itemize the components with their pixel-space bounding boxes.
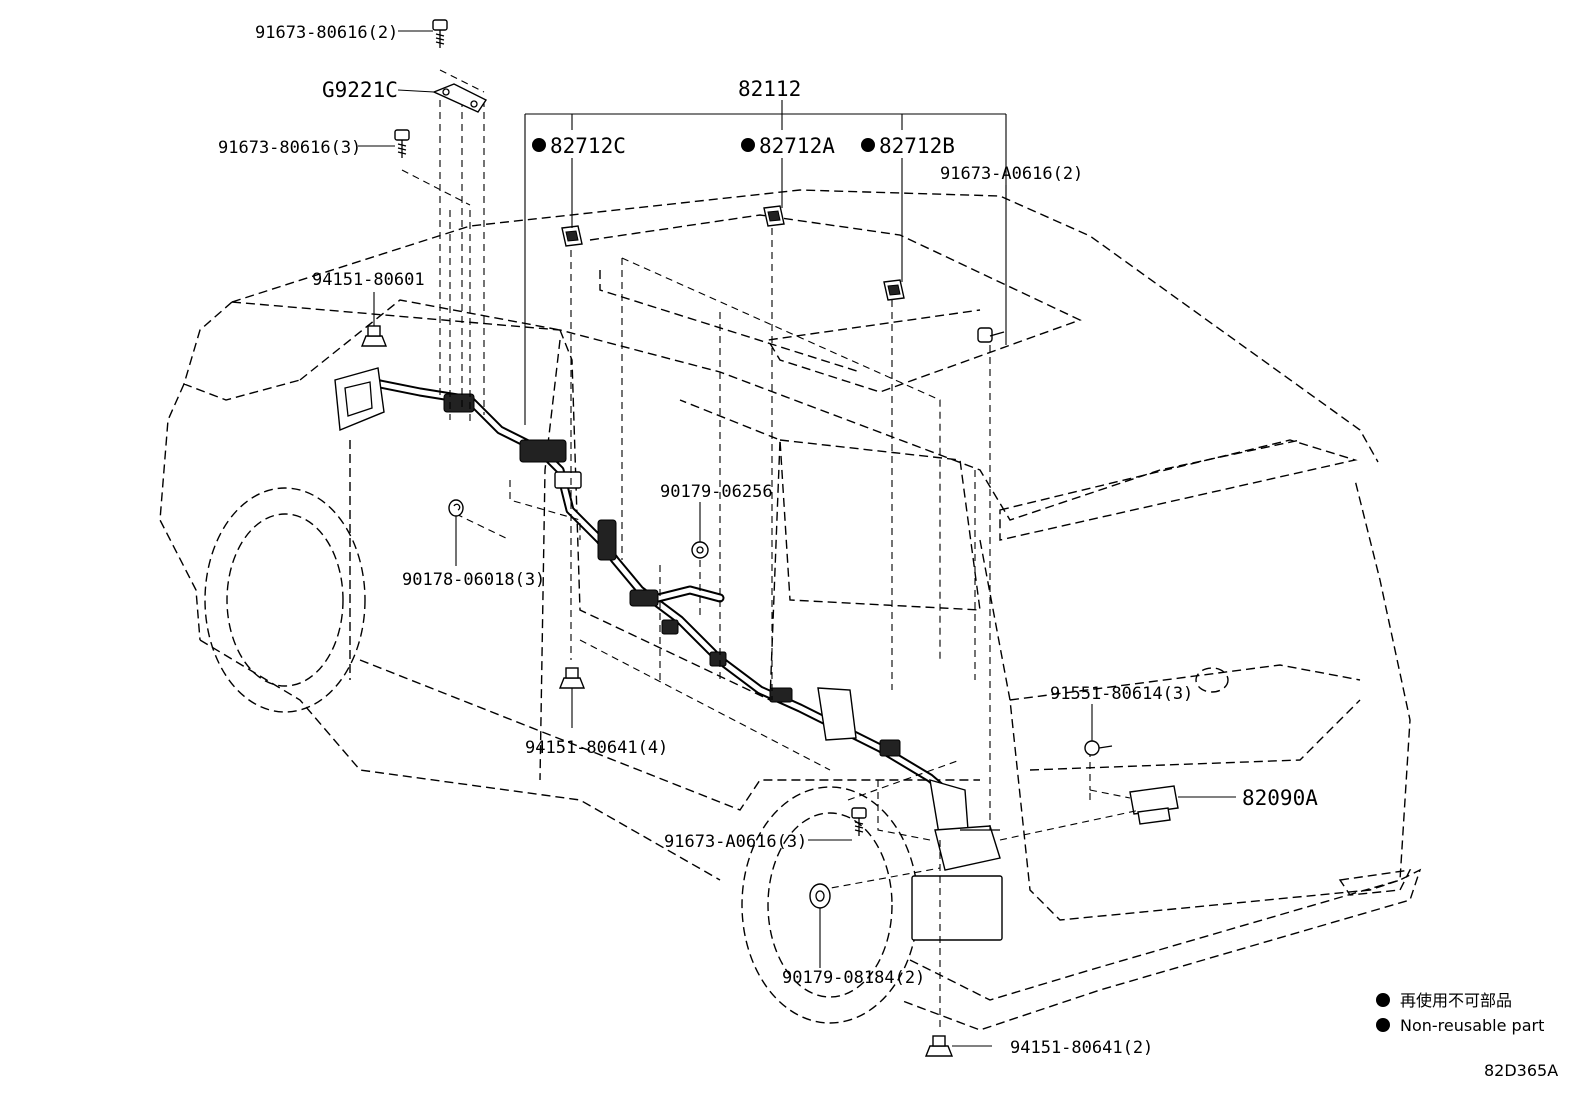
label-90179-08184-2: 90179-08184(2) [782,968,925,988]
bracket-icon [432,83,488,113]
part-labels: 91673-80616(2) G9221C 91673-80616(3) 821… [218,23,1318,1058]
illustration-code: 82D365A [1484,1061,1558,1080]
vehicle-outline [159,189,1422,1031]
label-91551-80614-3: 91551-80614(3) [1050,684,1193,704]
label-94151-80641-2: 94151-80641(2) [1010,1038,1153,1058]
wire-harness [334,367,1179,941]
fasteners [360,19,1113,1057]
label-g9221c: G9221C [322,78,398,102]
nut-icon [558,667,586,689]
non-reusable-dot-icon [741,138,755,152]
nut-icon [360,325,388,347]
label-90179-06256: 90179-06256 [660,482,773,502]
screw-icon [1084,740,1113,756]
label-82090a: 82090A [1242,786,1318,810]
clip-icon [448,499,464,517]
clamp-icon [561,225,583,247]
label-91673-a0616-3: 91673-A0616(3) [664,832,807,852]
bolt-icon [977,327,1005,343]
bolt-icon [851,807,867,836]
label-82712c: 82712C [550,134,626,158]
label-94151-80641-4: 94151-80641(4) [525,738,668,758]
nut-icon [924,1035,954,1057]
clamp-icon [763,205,785,227]
nut-icon [691,541,709,559]
label-82712a: 82712A [759,134,835,158]
non-reusable-dot-icon [532,138,546,152]
projection-lines [401,69,1141,1030]
label-91673-80616-2: 91673-80616(2) [255,23,398,43]
non-reusable-dot-icon [861,138,875,152]
legend: 再使用不可部品 Non-reusable part [1376,991,1544,1035]
nut-icon [809,883,831,909]
label-82712b: 82712B [879,134,955,158]
label-91673-80616-3: 91673-80616(3) [218,138,361,158]
label-82112: 82112 [738,77,801,101]
clamp-icon [883,279,905,301]
label-91673-a0616-2: 91673-A0616(2) [940,164,1083,184]
legend-jp: 再使用不可部品 [1400,991,1512,1010]
leader-lines [358,30,1236,1047]
label-94151-80601: 94151-80601 [312,270,425,290]
label-90178-06018-3: 90178-06018(3) [402,570,545,590]
legend-en: Non-reusable part [1400,1016,1544,1035]
bolt-icon [394,129,410,158]
legend-dot-icon [1376,993,1390,1007]
legend-dot-icon [1376,1018,1390,1032]
bolt-icon [432,19,448,48]
